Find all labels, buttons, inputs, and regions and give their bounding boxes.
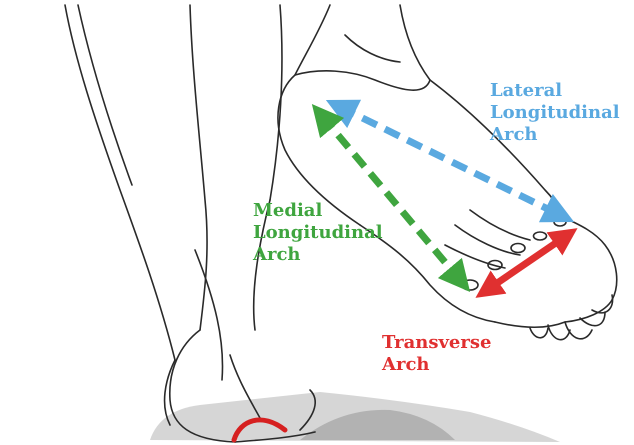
transverse-arch-arrow: [487, 236, 566, 290]
lateral-label-line-3: Arch: [490, 124, 620, 146]
ground-shadow: [150, 392, 560, 442]
lateral-longitudinal-arch-label: Lateral Longitudinal Arch: [490, 80, 620, 146]
medial-label-line-2: Longitudinal: [253, 222, 383, 244]
medial-label-line-1: Medial: [253, 200, 383, 222]
lateral-label-line-1: Lateral: [490, 80, 620, 102]
medial-longitudinal-arch-label: Medial Longitudinal Arch: [253, 200, 383, 266]
lateral-label-line-2: Longitudinal: [490, 102, 620, 124]
foot-sole-outline: [278, 5, 617, 340]
transverse-label-line-2: Arch: [382, 354, 491, 376]
transverse-arch-label: Transverse Arch: [382, 332, 491, 376]
transverse-label-line-1: Transverse: [382, 332, 491, 354]
medial-label-line-3: Arch: [253, 244, 383, 266]
